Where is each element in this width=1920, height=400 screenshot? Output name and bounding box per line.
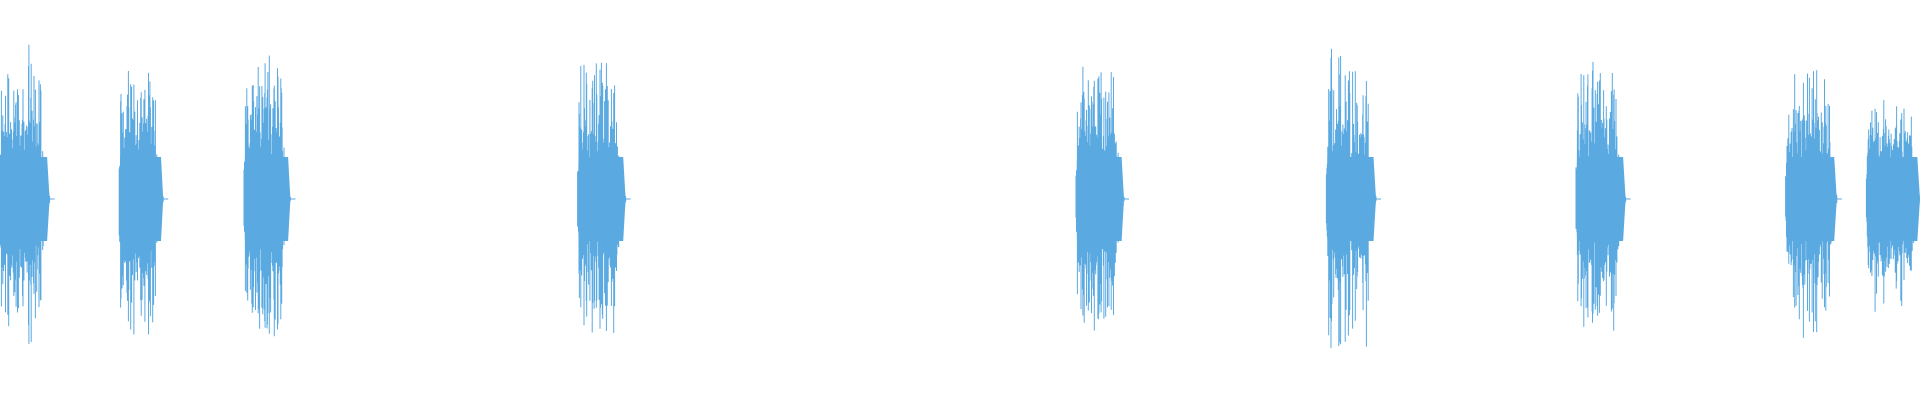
burst-core: [1326, 157, 1376, 241]
audio-burst: [1865, 100, 1920, 312]
audio-burst: [1785, 70, 1842, 338]
burst-core: [119, 157, 164, 241]
burst-core: [1866, 157, 1920, 241]
audio-burst: [0, 44, 55, 344]
burst-core: [1576, 157, 1626, 241]
audio-burst: [118, 71, 169, 335]
audio-burst: [1075, 66, 1129, 331]
audio-burst: [243, 55, 296, 337]
waveform-bursts: [0, 44, 1920, 349]
audio-burst: [577, 62, 631, 333]
burst-core: [1785, 157, 1837, 241]
burst-core: [244, 157, 291, 241]
burst-core: [1076, 157, 1124, 241]
audio-burst: [1325, 48, 1381, 349]
burst-core: [577, 157, 626, 241]
audio-burst: [1575, 61, 1631, 331]
burst-core: [0, 157, 50, 241]
